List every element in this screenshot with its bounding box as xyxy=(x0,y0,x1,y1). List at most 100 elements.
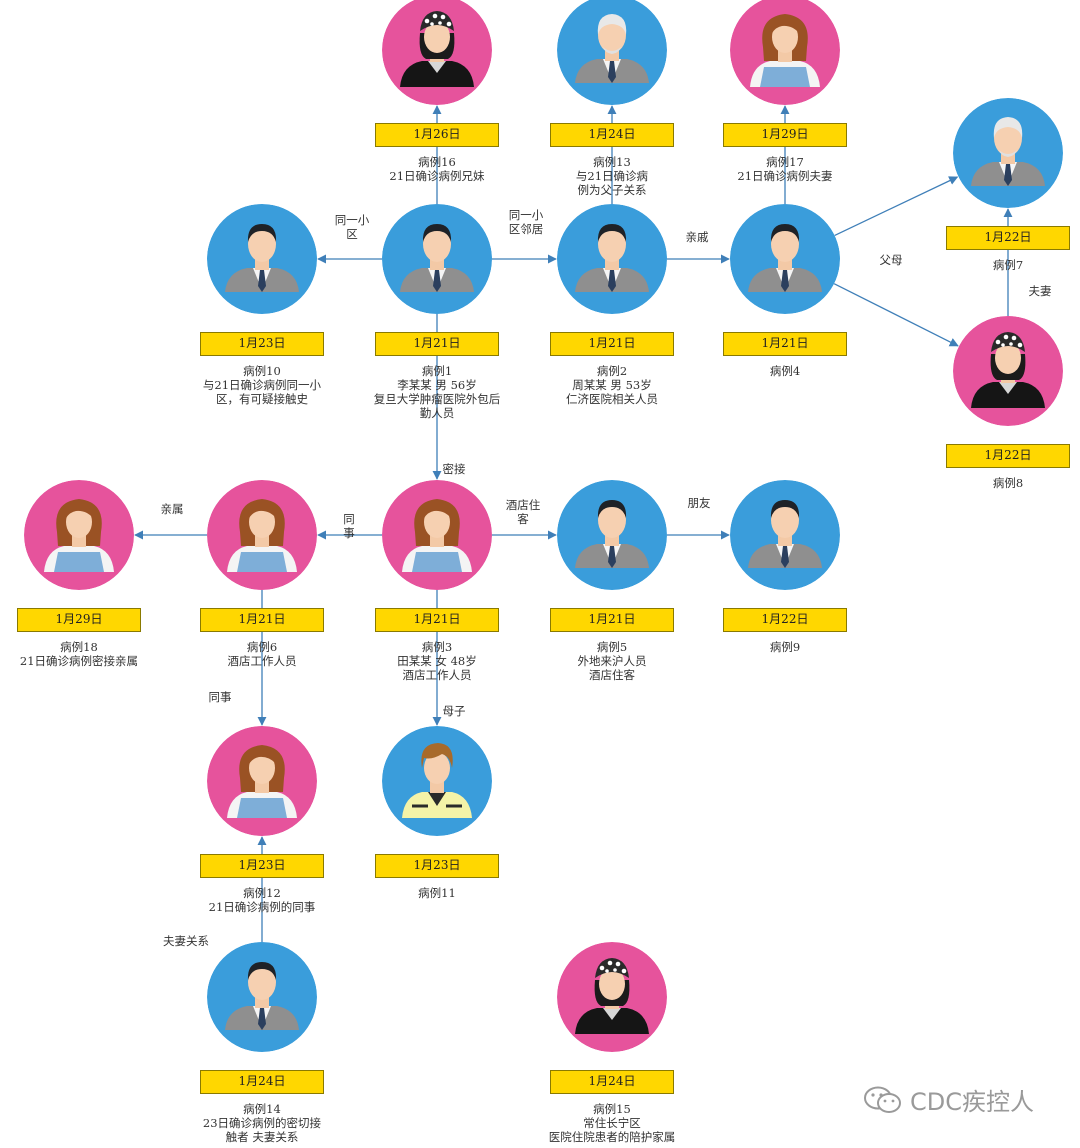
case-description-line: 21日确诊病例夫妻 xyxy=(737,169,833,183)
case-description-line: 病例17 xyxy=(766,155,804,169)
case-description-line: 病例4 xyxy=(769,364,801,378)
relation-label-line: 区 xyxy=(346,227,358,241)
woman-avatar-icon xyxy=(207,726,317,836)
relation-label: 密接 xyxy=(443,462,466,476)
case-description-line: 病例12 xyxy=(243,886,281,900)
case-description-line: 酒店住客 xyxy=(589,668,635,682)
relation-label: 母子 xyxy=(443,704,466,718)
case-description-line: 病例15 xyxy=(593,1102,631,1116)
case-description: 病例7 xyxy=(858,258,1080,272)
wechat-icon xyxy=(862,1085,904,1115)
man-avatar-icon xyxy=(207,942,317,1052)
relation-label: 同事 xyxy=(209,690,232,704)
relation-label: 同一小区邻居 xyxy=(509,208,544,236)
relation-label: 同一小区 xyxy=(335,213,370,241)
case-description-line: 区，有可疑接触史 xyxy=(216,392,308,406)
relation-label: 亲戚 xyxy=(686,230,709,244)
case-description-line: 病例16 xyxy=(418,155,456,169)
case-description-line: 周某某 男 53岁 xyxy=(572,378,652,392)
case-description: 病例11 xyxy=(287,886,587,900)
case-description-line: 例为父子关系 xyxy=(577,183,647,197)
case-description-line: 病例10 xyxy=(243,364,281,378)
onset-date-badge: 1月22日 xyxy=(946,226,1070,250)
relation-label-line: 区邻居 xyxy=(508,222,544,236)
onset-date-badge: 1月22日 xyxy=(946,444,1070,468)
case-description-line: 病例9 xyxy=(769,640,801,654)
onset-date-badge: 1月21日 xyxy=(200,608,324,632)
case-description-line: 触者 夫妻关系 xyxy=(225,1130,299,1144)
relation-label-line: 夫妻关系 xyxy=(163,934,209,948)
case-description-line: 病例2 xyxy=(596,364,628,378)
case-description-line: 外地来沪人员 xyxy=(577,654,647,668)
case-description: 病例8 xyxy=(858,476,1080,490)
case-description-line: 与21日确诊病例同一小 xyxy=(202,378,322,392)
case-description-line: 病例1 xyxy=(421,364,453,378)
case-description-line: 病例14 xyxy=(243,1102,281,1116)
onset-date-badge: 1月24日 xyxy=(550,123,674,147)
case-description: 病例4 xyxy=(635,364,935,378)
relation-label-line: 父母 xyxy=(879,253,903,267)
relation-label: 同事 xyxy=(343,512,355,540)
woman-bandana-avatar-icon xyxy=(557,942,667,1052)
case-description-line: 21日确诊病例密接亲属 xyxy=(19,654,139,668)
woman-avatar-icon xyxy=(207,480,317,590)
case-description-line: 复旦大学肿瘤医院外包后 xyxy=(373,392,501,406)
case-description-line: 田某某 女 48岁 xyxy=(397,654,477,668)
relation-label-line: 同一小 xyxy=(508,208,544,222)
man-avatar-icon xyxy=(557,204,667,314)
onset-date-badge: 1月29日 xyxy=(17,608,141,632)
boy-avatar-icon xyxy=(382,726,492,836)
woman-avatar-icon xyxy=(24,480,134,590)
old-man-avatar-icon xyxy=(953,98,1063,208)
onset-date-badge: 1月29日 xyxy=(723,123,847,147)
onset-date-badge: 1月24日 xyxy=(200,1070,324,1094)
case-description-line: 酒店工作人员 xyxy=(227,654,297,668)
case-description-line: 病例13 xyxy=(593,155,631,169)
case-description-line: 勤人员 xyxy=(419,406,455,420)
case-description-line: 病例11 xyxy=(418,886,456,900)
case-description-line: 病例3 xyxy=(421,640,453,654)
onset-date-badge: 1月24日 xyxy=(550,1070,674,1094)
case-description: 病例9 xyxy=(635,640,935,654)
relation-label-line: 同一小 xyxy=(334,213,370,227)
onset-date-badge: 1月23日 xyxy=(375,854,499,878)
watermark: CDC疾控人 xyxy=(862,1082,1034,1117)
onset-date-badge: 1月21日 xyxy=(723,332,847,356)
case-description-line: 病例8 xyxy=(992,476,1024,490)
relation-label: 夫妻 xyxy=(1029,284,1052,298)
case-description-line: 病例5 xyxy=(596,640,628,654)
relation-label: 朋友 xyxy=(688,496,711,510)
case-description-line: 病例7 xyxy=(992,258,1024,272)
woman-bandana-avatar-icon xyxy=(953,316,1063,426)
case-description-line: 李某某 男 56岁 xyxy=(397,378,477,392)
case-description-line: 酒店工作人员 xyxy=(402,668,472,682)
man-avatar-icon xyxy=(207,204,317,314)
relation-label-line: 酒店住 xyxy=(505,498,541,512)
onset-date-badge: 1月21日 xyxy=(375,332,499,356)
edge-arrow-c4-c7 xyxy=(834,176,959,236)
old-man-avatar-icon xyxy=(557,0,667,105)
relation-label-line: 亲属 xyxy=(160,502,184,516)
relation-label-line: 亲戚 xyxy=(685,230,709,244)
onset-date-badge: 1月21日 xyxy=(375,608,499,632)
relation-label-line: 客 xyxy=(517,512,529,526)
relation-label-line: 同 xyxy=(343,512,355,526)
relation-label-line: 母子 xyxy=(442,704,466,718)
relation-label: 夫妻关系 xyxy=(163,934,209,948)
onset-date-badge: 1月26日 xyxy=(375,123,499,147)
onset-date-badge: 1月23日 xyxy=(200,854,324,878)
relation-label: 父母 xyxy=(880,253,903,267)
relation-label: 酒店住客 xyxy=(506,498,541,526)
